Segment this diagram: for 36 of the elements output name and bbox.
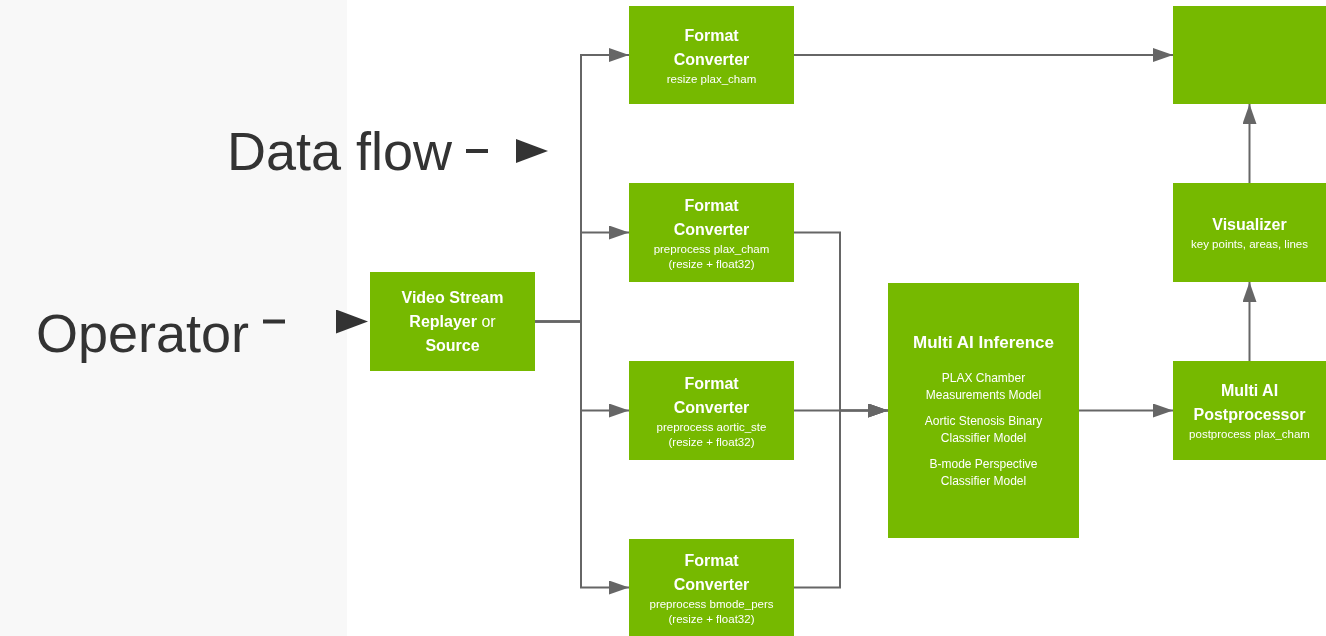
annotation-label: Data flow [226, 121, 466, 181]
box-title: Format Converter [672, 25, 751, 70]
box-title: Multi AI Inference [912, 332, 1055, 354]
box-subtitle: preprocess bmode_pers (resize + float32) [648, 596, 775, 627]
box-title: Format Converter [672, 550, 751, 595]
box-subtitle: preprocess plax_cham (resize + float32) [652, 241, 771, 272]
arrow [1242, 281, 1257, 362]
process-box [629, 361, 794, 460]
model-name: PLAX Chamber Measurements Model [924, 370, 1043, 404]
process-box [629, 183, 794, 282]
arrow [1078, 403, 1174, 418]
process-box [1173, 183, 1326, 282]
arrow [793, 403, 889, 589]
arrow [466, 139, 548, 163]
box-title: Video Stream Replayer or Source [400, 287, 505, 356]
process-box [888, 283, 1079, 538]
process-box [629, 539, 794, 636]
box-title: Visualizer [1212, 215, 1287, 235]
process-box [370, 272, 535, 371]
arrow [263, 309, 368, 334]
box-title: Format Converter [672, 195, 751, 240]
process-box [1173, 361, 1326, 460]
process-box [629, 6, 794, 104]
box-subtitle: key points, areas, lines [1191, 237, 1308, 252]
box-subtitle: preprocess aortic_ste (resize + float32) [655, 419, 768, 450]
box-title: Format Converter [672, 373, 751, 418]
arrow [534, 320, 630, 595]
box-title: Multi AI Postprocessor [1192, 381, 1307, 425]
box-subtitle: resize plax_cham [666, 71, 757, 87]
box-subtitle: postprocess plax_cham [1189, 427, 1310, 442]
arrow [1242, 103, 1257, 184]
annotation-label: Operator [35, 303, 263, 363]
model-name: B-mode Perspective Classifier Model [928, 456, 1039, 490]
process-box [1173, 6, 1326, 104]
arrow [793, 48, 1174, 62]
model-name: Aortic Stenosis Binary Classifier Model [923, 413, 1044, 447]
